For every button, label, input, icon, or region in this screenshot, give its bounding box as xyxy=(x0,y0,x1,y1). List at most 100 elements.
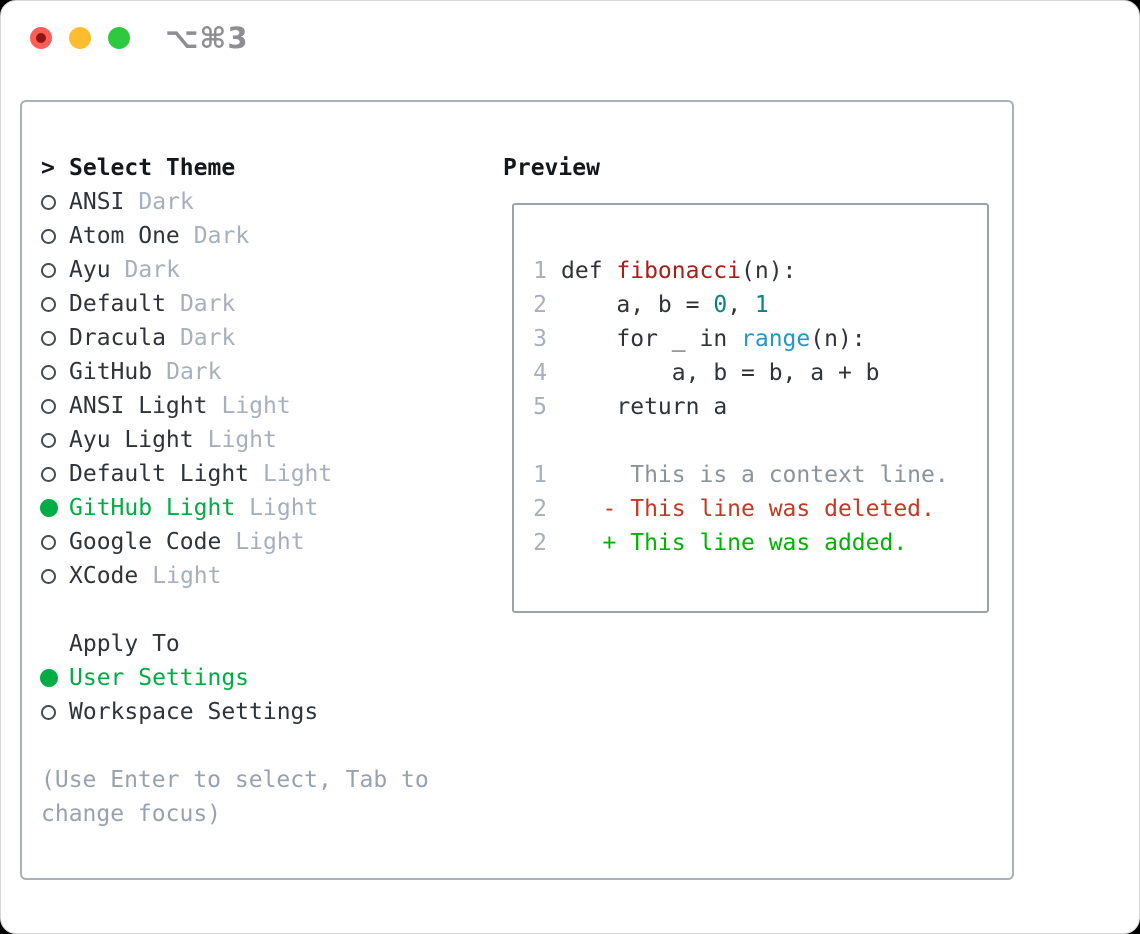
hint-text: (Use Enter to select, Tab to change focu… xyxy=(41,767,429,827)
theme-variant-badge: Dark xyxy=(138,189,194,215)
code-function: fibonacci xyxy=(616,258,742,284)
code-line: 5 return a xyxy=(533,390,949,424)
code-text: (n): xyxy=(810,326,866,352)
code-line: 1 def fibonacci (n): xyxy=(533,254,949,288)
radio-icon xyxy=(41,364,56,380)
theme-variant-badge: Dark xyxy=(193,223,250,249)
code-text: a, b = b, a + b xyxy=(561,360,880,386)
theme-variant-badge: Light xyxy=(235,529,305,555)
diff-deleted-text: - This line was deleted. xyxy=(561,496,935,522)
theme-option-google-code[interactable]: Google Code Light xyxy=(41,525,471,559)
theme-name: Default Light xyxy=(69,461,250,487)
list-gap xyxy=(41,593,471,627)
close-button[interactable] xyxy=(30,27,52,49)
diff-context-text: This is a context line. xyxy=(561,462,949,488)
theme-option-atom-one-dark[interactable]: Atom One Dark xyxy=(41,219,471,253)
code-number: 0 xyxy=(713,292,728,318)
code-text: (n): xyxy=(741,258,797,284)
theme-option-github-dark[interactable]: GitHub Dark xyxy=(41,355,471,389)
code-line: 3 for _ in range (n): xyxy=(533,322,949,356)
diff-added-line: 2 + This line was added. xyxy=(533,526,949,560)
theme-name: XCode xyxy=(69,563,139,589)
theme-variant-badge: Dark xyxy=(179,325,236,351)
radio-selected-icon xyxy=(40,499,58,517)
caret-icon: > xyxy=(41,155,55,181)
window-shortcut-label: ⌥⌘3 xyxy=(165,21,249,55)
preview-heading: Preview xyxy=(503,155,600,181)
select-theme-heading: > Select Theme xyxy=(41,151,471,185)
theme-option-dracula[interactable]: Dracula Dark xyxy=(41,321,471,355)
theme-option-github-light[interactable]: GitHub Light Light xyxy=(40,491,471,525)
theme-name: ANSI xyxy=(69,189,125,215)
theme-option-ayu-dark[interactable]: Ayu Dark xyxy=(41,253,471,287)
radio-icon xyxy=(41,262,56,278)
code-text: , xyxy=(727,292,755,318)
diff-added-text: + This line was added. xyxy=(561,530,908,556)
diff-context-line: 1 This is a context line. xyxy=(533,458,949,492)
radio-selected-icon xyxy=(40,669,58,687)
apply-option-label: User Settings xyxy=(69,665,250,691)
radio-icon xyxy=(41,704,56,720)
code-number: 1 xyxy=(754,292,769,318)
line-number: 2 xyxy=(533,530,547,556)
apply-option-workspace-settings[interactable]: Workspace Settings xyxy=(41,695,471,729)
radio-icon xyxy=(41,194,56,210)
theme-option-default-dark[interactable]: Default Dark xyxy=(41,287,471,321)
theme-variant-badge: Light xyxy=(207,427,277,453)
theme-name: GitHub xyxy=(69,359,153,385)
theme-variant-badge: Light xyxy=(221,393,291,419)
theme-option-ayu-light[interactable]: Ayu Light Light xyxy=(41,423,471,457)
radio-icon xyxy=(41,296,56,312)
line-number: 1 xyxy=(533,462,547,488)
theme-option-ansi-dark[interactable]: ANSI Dark xyxy=(41,185,471,219)
line-number: 1 xyxy=(533,258,547,284)
apply-option-user-settings[interactable]: User Settings xyxy=(40,661,471,695)
theme-option-default-light[interactable]: Default Light Light xyxy=(41,457,471,491)
line-number: 2 xyxy=(533,496,547,522)
radio-icon xyxy=(41,466,56,482)
blank-line xyxy=(533,424,949,458)
radio-icon xyxy=(41,228,56,244)
diff-deleted-line: 2 - This line was deleted. xyxy=(533,492,949,526)
radio-icon xyxy=(41,568,56,584)
code-keyword: def xyxy=(561,258,617,284)
theme-variant-badge: Dark xyxy=(166,359,222,385)
line-number: 5 xyxy=(533,394,547,420)
radio-icon xyxy=(41,432,56,448)
apply-to-heading: Apply To xyxy=(41,627,471,661)
titlebar: ⌥⌘3 xyxy=(1,1,1139,76)
preview-box: 1 def fibonacci (n): 2 a, b = 0 , 1 3 fo… xyxy=(512,203,989,613)
theme-name: Atom One xyxy=(69,223,180,249)
theme-name: ANSI Light xyxy=(69,393,208,419)
minimize-button[interactable] xyxy=(69,27,91,49)
code-line: 2 a, b = 0 , 1 xyxy=(533,288,949,322)
theme-heading-label: Select Theme xyxy=(69,155,236,181)
theme-name: Default xyxy=(69,291,166,317)
radio-icon xyxy=(41,330,56,346)
settings-panel: > Select Theme ANSI Dark Atom One Dark A… xyxy=(20,100,1014,880)
theme-list: > Select Theme ANSI Dark Atom One Dark A… xyxy=(40,151,471,831)
theme-name: Google Code xyxy=(69,529,222,555)
zoom-button[interactable] xyxy=(108,27,130,49)
code-preview: 1 def fibonacci (n): 2 a, b = 0 , 1 3 fo… xyxy=(533,254,949,560)
code-line: 4 a, b = b, a + b xyxy=(533,356,949,390)
theme-name: Ayu xyxy=(69,257,111,283)
code-text: a, b = xyxy=(561,292,714,318)
theme-variant-badge: Dark xyxy=(124,257,180,283)
line-number: 4 xyxy=(533,360,547,386)
apply-to-label: Apply To xyxy=(69,631,180,657)
theme-option-ansi-light[interactable]: ANSI Light Light xyxy=(41,389,471,423)
code-text: return a xyxy=(561,394,728,420)
theme-variant-badge: Light xyxy=(249,495,319,521)
theme-option-xcode[interactable]: XCode Light xyxy=(41,559,471,593)
apply-option-label: Workspace Settings xyxy=(69,699,319,725)
code-text: for _ in xyxy=(561,326,742,352)
radio-icon xyxy=(41,398,56,414)
theme-variant-badge: Light xyxy=(263,461,333,487)
code-builtin: range xyxy=(741,326,811,352)
theme-name: GitHub Light xyxy=(69,495,236,521)
radio-icon xyxy=(41,534,56,550)
line-number: 2 xyxy=(533,292,547,318)
theme-name: Ayu Light xyxy=(69,427,194,453)
